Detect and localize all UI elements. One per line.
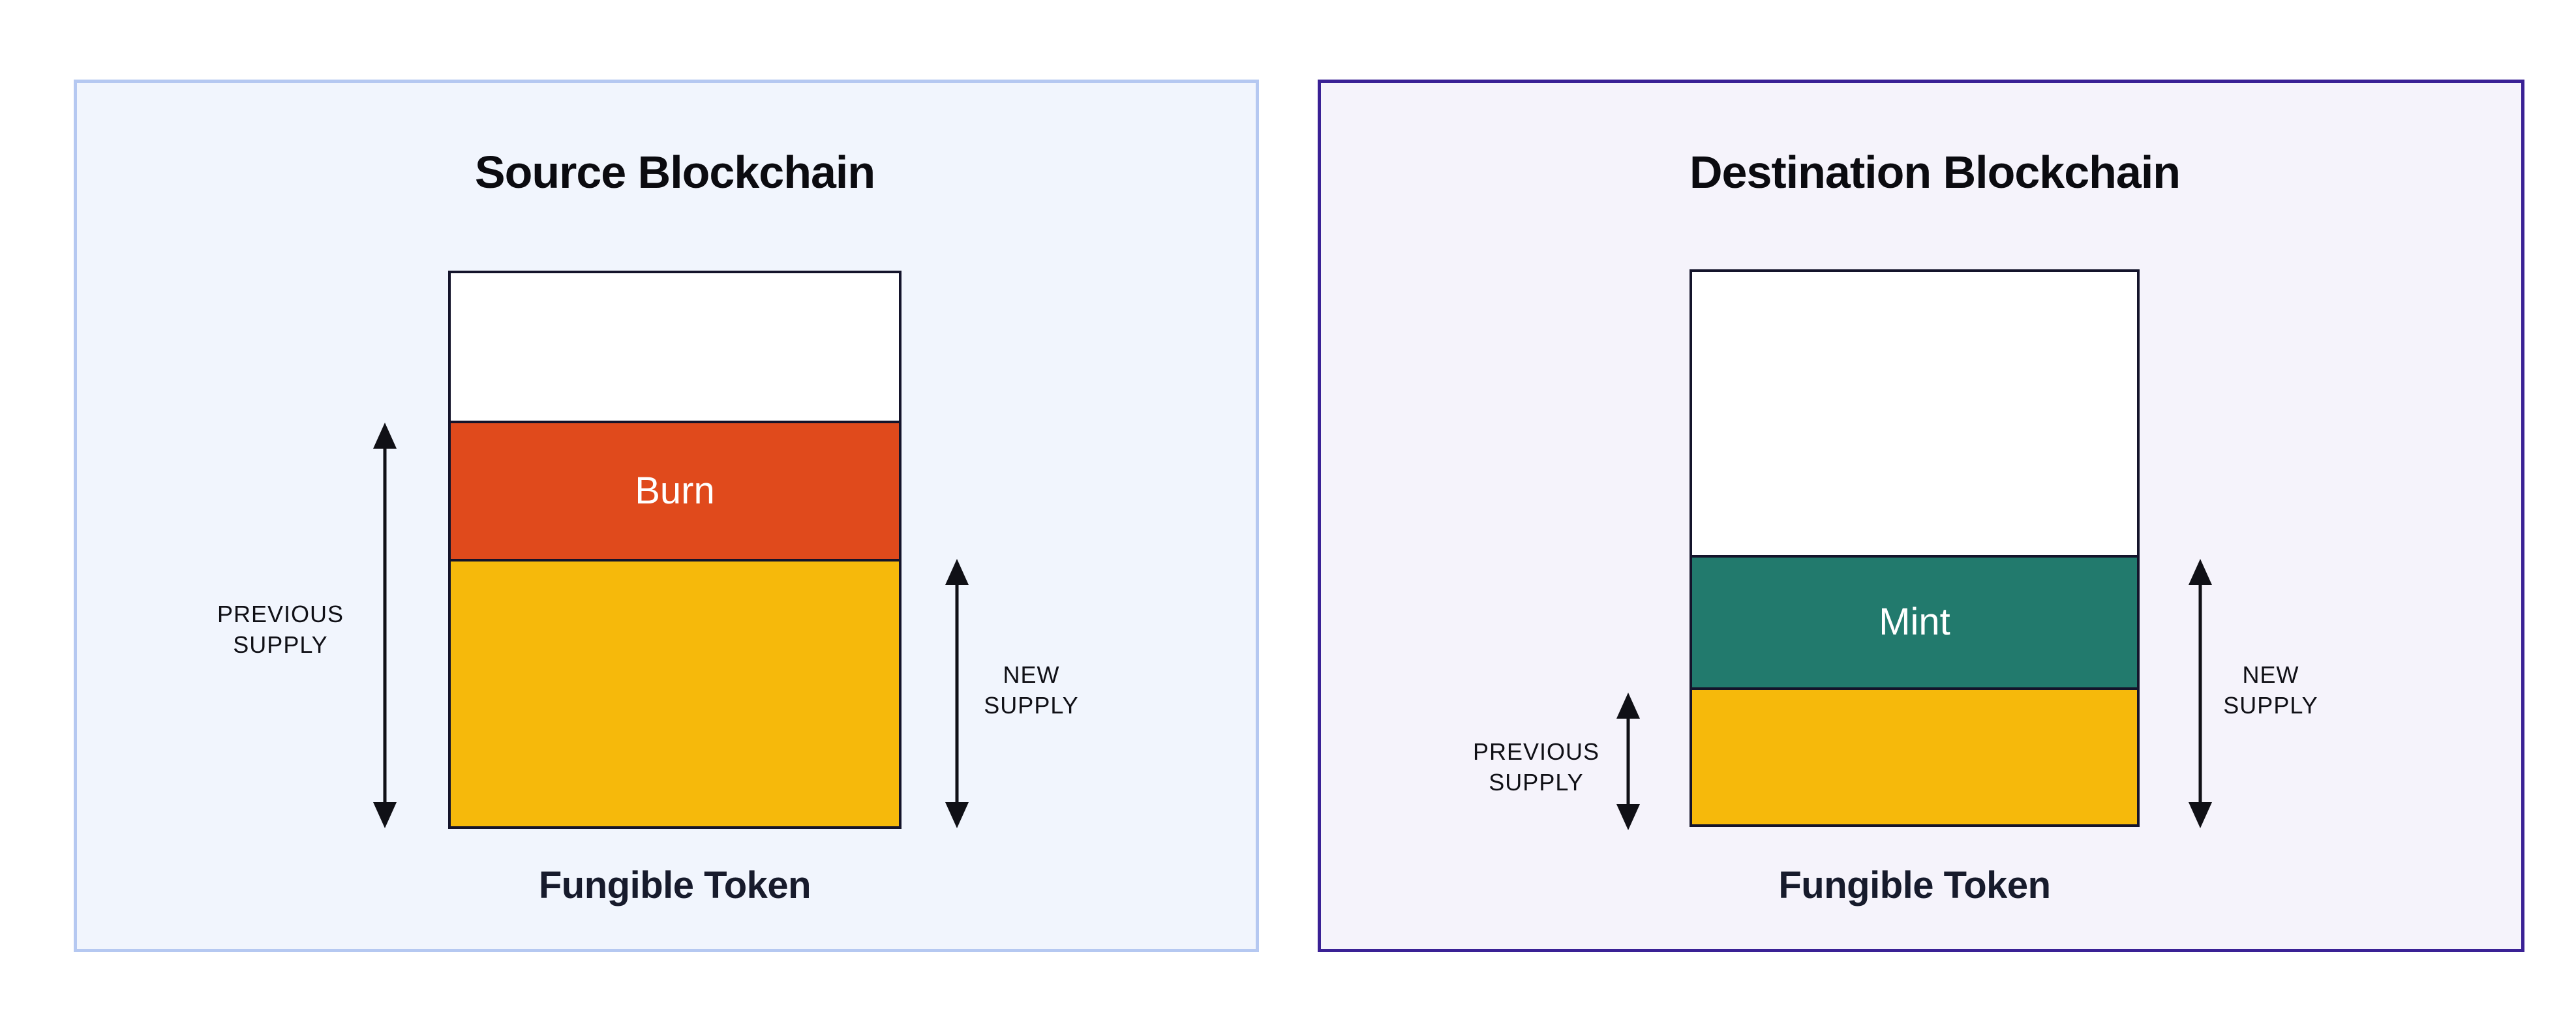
source-bar-segment-previous-supply bbox=[451, 558, 899, 826]
source-fungible-token-label: Fungible Token bbox=[538, 864, 811, 906]
mint-label: Mint bbox=[1879, 601, 1950, 644]
source-token-bar: Burn bbox=[448, 271, 902, 829]
destination-fungible-token-label: Fungible Token bbox=[1778, 864, 2051, 906]
source-previous-supply-label: PREVIOUS SUPPLY bbox=[217, 601, 344, 658]
destination-blockchain-panel: Destination Blockchain Mint PREVIOUS SUP… bbox=[1318, 80, 2524, 952]
destination-token-bar: Mint bbox=[1690, 269, 2140, 827]
source-panel-title: Source Blockchain bbox=[474, 147, 875, 198]
burn-label: Burn bbox=[635, 469, 715, 512]
destination-previous-supply-arrow-icon bbox=[1616, 693, 1640, 830]
source-new-supply-arrow-icon bbox=[945, 559, 969, 828]
source-previous-supply-arrow-icon bbox=[373, 423, 397, 828]
destination-new-supply-arrow-icon bbox=[2189, 559, 2212, 828]
destination-bar-segment-mint: Mint bbox=[1692, 554, 2137, 687]
destination-panel-title: Destination Blockchain bbox=[1690, 147, 2181, 198]
source-new-supply-label: NEW SUPPLY bbox=[984, 661, 1079, 719]
destination-bar-segment-empty bbox=[1692, 272, 2137, 555]
source-bar-segment-empty bbox=[451, 273, 899, 421]
source-bar-segment-burn: Burn bbox=[451, 420, 899, 559]
destination-bar-segment-previous-supply bbox=[1692, 687, 2137, 824]
source-blockchain-panel: Source Blockchain Burn PREVIOUS SUPPLY N… bbox=[74, 80, 1259, 952]
destination-previous-supply-label: PREVIOUS SUPPLY bbox=[1472, 738, 1600, 796]
destination-new-supply-label: NEW SUPPLY bbox=[2223, 661, 2318, 719]
